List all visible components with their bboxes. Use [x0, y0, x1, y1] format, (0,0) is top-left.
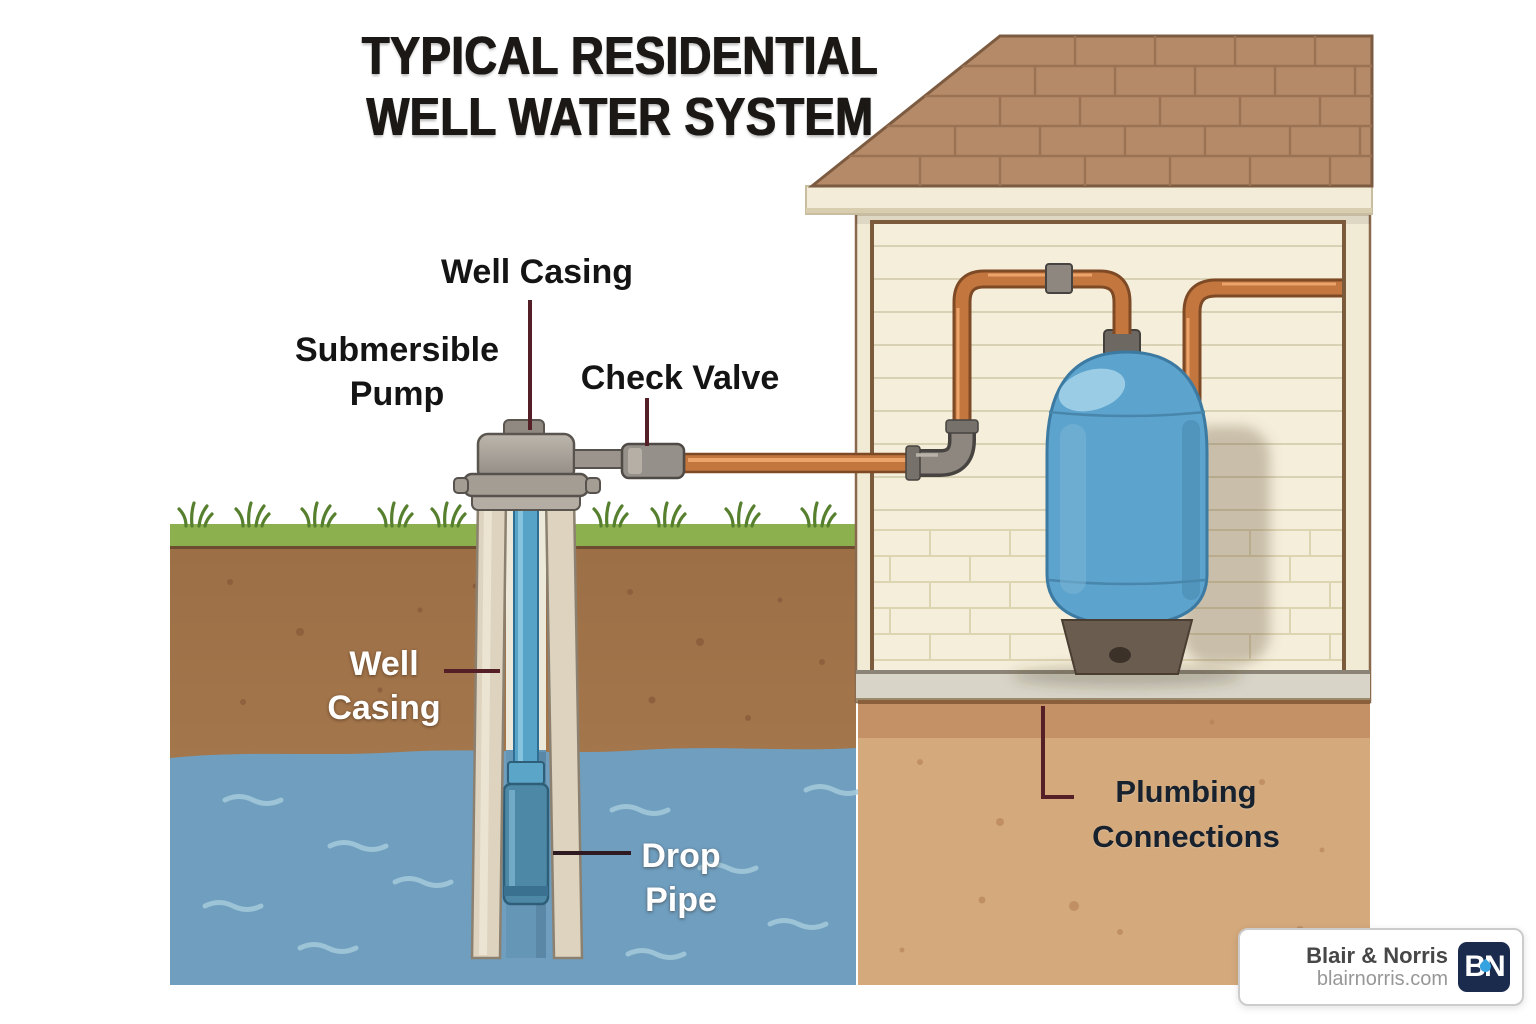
title-line-2: WELL WATER SYSTEM	[366, 87, 874, 148]
copper-pipe-riser	[905, 263, 1132, 481]
label-well-casing-top: Well Casing	[440, 253, 634, 291]
foundation-soil	[858, 700, 1370, 985]
label-check-valve: Check Valve	[580, 359, 780, 397]
label-plumbing-connections: Plumbing Connections	[1092, 774, 1280, 854]
well-bore	[470, 495, 584, 960]
pipe-elbow-fitting	[905, 419, 979, 481]
leader-plumbing	[1041, 706, 1074, 799]
soil-specks	[227, 579, 825, 721]
page-title: TYPICAL RESIDENTIAL WELL WATER SYSTEM	[351, 26, 889, 148]
leader-lines	[444, 300, 1074, 855]
pipe-coupling	[1045, 263, 1073, 294]
shingle-lines	[845, 36, 1372, 186]
logo-letter-n: N	[1484, 950, 1506, 983]
label-well-casing-underground: Well Casing	[327, 645, 441, 728]
pressure-tank	[1045, 329, 1209, 675]
roof	[805, 34, 1374, 215]
title-line-1: TYPICAL RESIDENTIAL	[361, 26, 879, 86]
copper-pipe-horizontal	[682, 452, 914, 474]
soil-specks	[899, 719, 1325, 953]
label-drop-pipe: Drop Pipe	[641, 837, 721, 920]
tank-floor-shadow	[1012, 665, 1242, 687]
submersible-pump-graphic	[502, 761, 550, 906]
company-name: Blair & Norris	[1306, 942, 1448, 968]
well-cap-graphic	[453, 419, 625, 511]
tank-base	[1060, 619, 1194, 675]
logo-letter-b: B	[1464, 950, 1486, 983]
website-url: blairnorris.com	[1316, 968, 1448, 991]
well-casing-graphic	[470, 495, 584, 960]
check-valve-graphic	[620, 442, 686, 480]
branding-text: Blair & Norris blairnorris.com	[1306, 943, 1448, 991]
label-submersible-pump: Submersible Pump	[294, 331, 500, 414]
drop-pipe-graphic	[513, 502, 539, 768]
